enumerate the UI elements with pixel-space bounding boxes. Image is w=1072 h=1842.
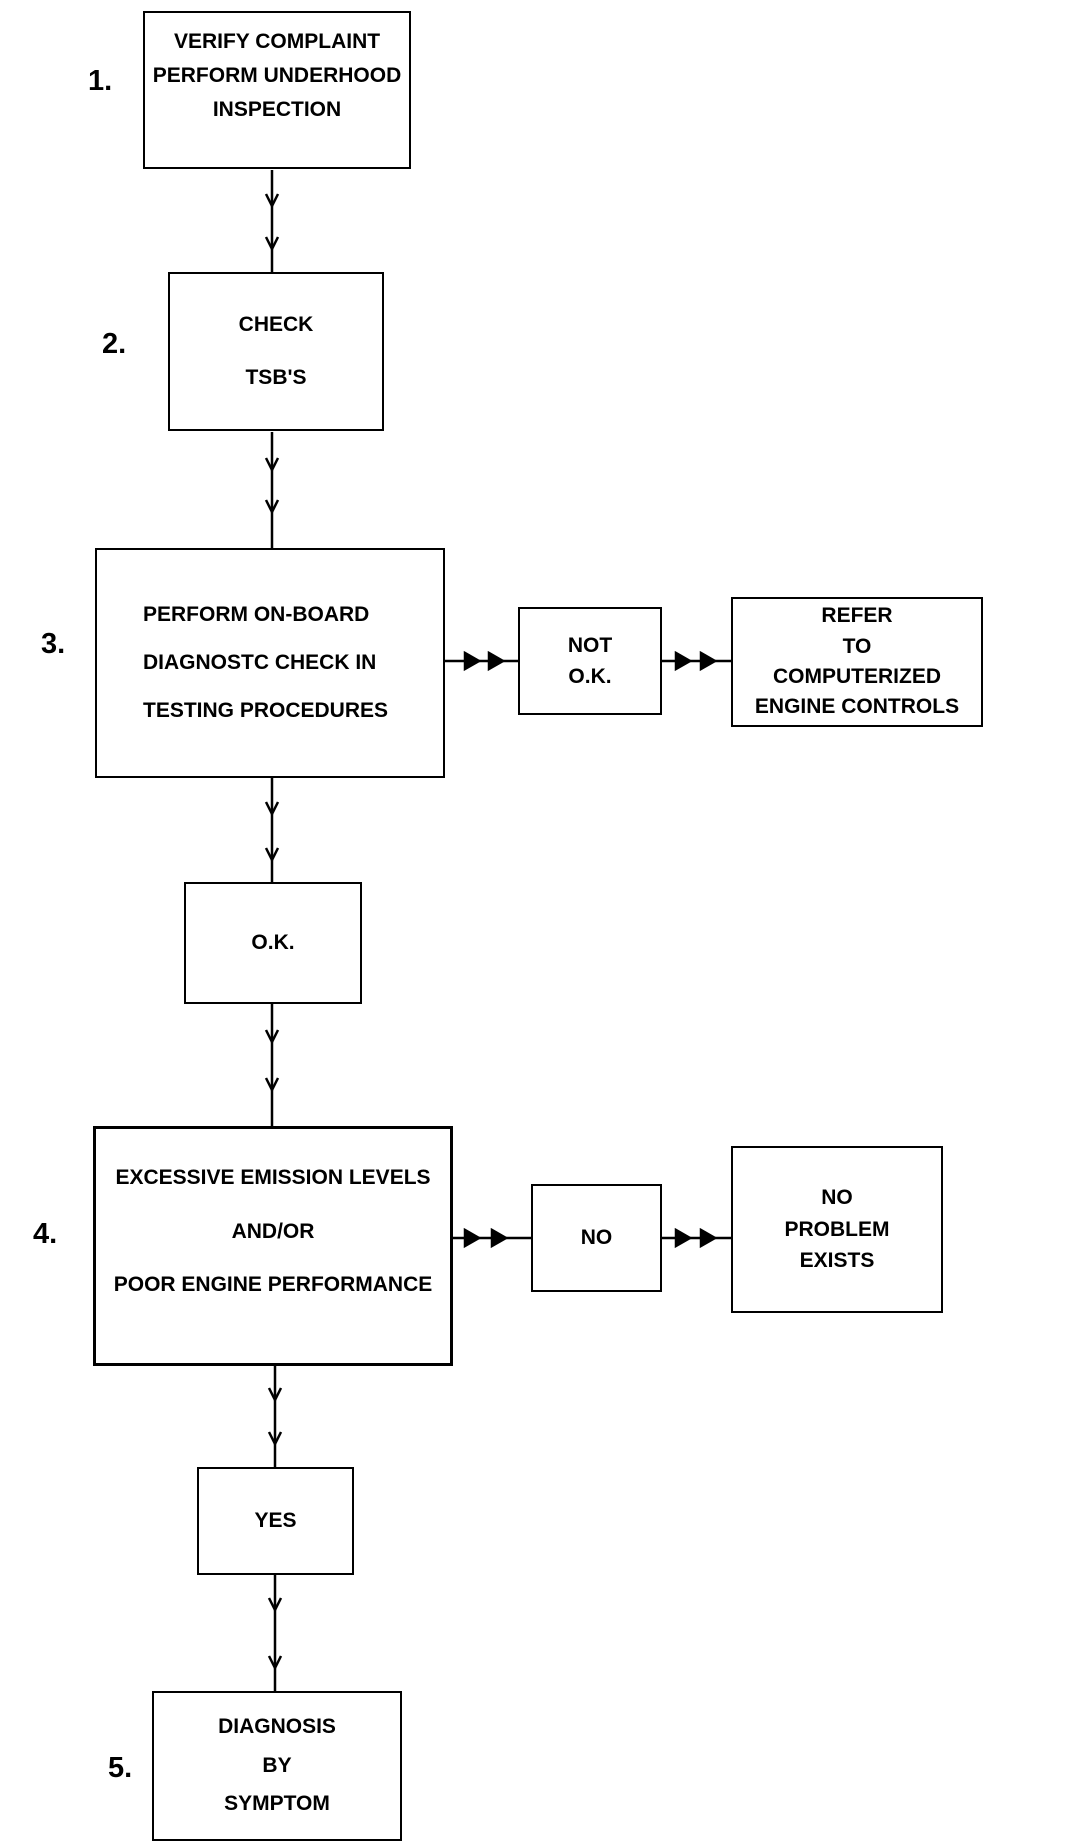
step-2-line-2: TSB'S bbox=[245, 365, 307, 389]
no-line-1: NO bbox=[580, 1225, 613, 1249]
arrowhead-no-noproblem-b bbox=[699, 1227, 718, 1249]
no-problem-line-3: EXISTS bbox=[799, 1249, 875, 1273]
arrowhead-1-2b bbox=[264, 236, 280, 252]
step-3-line-3: TESTING PROCEDURES bbox=[143, 698, 389, 722]
arrowhead-no-noproblem-a bbox=[674, 1227, 693, 1249]
not-ok-line-2: O.K. bbox=[568, 665, 612, 688]
arrowhead-2-3a bbox=[264, 457, 280, 473]
arrowhead-1-2a bbox=[264, 193, 280, 209]
yes-line-1: YES bbox=[254, 1508, 297, 1532]
not-ok-line-1: NOT bbox=[567, 633, 613, 657]
not-ok-box: NOT O.K. bbox=[518, 607, 662, 715]
arrowhead-yes-5b bbox=[267, 1655, 283, 1671]
arrowhead-3-notok-a bbox=[463, 650, 482, 672]
refer-line-4: ENGINE CONTROLS bbox=[754, 695, 960, 719]
arrowhead-ok-4a bbox=[264, 1029, 280, 1045]
step-4-line-1: EXCESSIVE EMISSION LEVELS bbox=[115, 1166, 431, 1189]
step-3-line-2: DIAGNOSTC CHECK IN bbox=[143, 651, 377, 675]
no-problem-box: NO PROBLEM EXISTS bbox=[731, 1146, 943, 1313]
arrowhead-4-yes-b bbox=[267, 1431, 283, 1447]
arrowhead-3-ok-b bbox=[264, 847, 280, 863]
ok-line-1: O.K. bbox=[251, 930, 295, 954]
step-5-line-2: BY bbox=[262, 1753, 292, 1777]
step-1-line-3: INSPECTION bbox=[212, 98, 342, 122]
arrowhead-notok-refer-b bbox=[699, 650, 718, 672]
step-1-number: 1. bbox=[88, 65, 113, 97]
arrowhead-ok-4b bbox=[264, 1077, 280, 1093]
no-box: NO bbox=[531, 1184, 662, 1292]
step-2-box: CHECK TSB'S bbox=[168, 272, 384, 431]
step-5-box: DIAGNOSIS BY SYMPTOM bbox=[152, 1691, 402, 1841]
step-3-box: PERFORM ON-BOARD DIAGNOSTC CHECK IN TEST… bbox=[95, 548, 445, 778]
step-1-line-2: PERFORM UNDERHOOD bbox=[152, 64, 402, 88]
step-3-number: 3. bbox=[41, 628, 66, 660]
step-4-number: 4. bbox=[33, 1218, 58, 1250]
step-5-line-1: DIAGNOSIS bbox=[218, 1714, 336, 1738]
yes-box: YES bbox=[197, 1467, 354, 1575]
arrowhead-4-yes-a bbox=[267, 1387, 283, 1403]
step-1-line-1: VERIFY COMPLAINT bbox=[173, 30, 381, 53]
step-4-line-2: AND/OR bbox=[231, 1219, 315, 1243]
step-4-line-3: POOR ENGINE PERFORMANCE bbox=[113, 1273, 433, 1297]
refer-line-2: TO bbox=[842, 634, 872, 658]
arrowhead-notok-refer-a bbox=[674, 650, 693, 672]
step-3-line-1: PERFORM ON-BOARD bbox=[143, 603, 370, 627]
arrowhead-yes-5a bbox=[267, 1597, 283, 1613]
refer-line-1: REFER bbox=[821, 604, 893, 628]
no-problem-line-1: NO bbox=[821, 1186, 853, 1210]
refer-box: REFER TO COMPUTERIZED ENGINE CONTROLS bbox=[731, 597, 983, 727]
step-5-number: 5. bbox=[108, 1752, 133, 1784]
step-2-number: 2. bbox=[102, 328, 127, 360]
step-5-line-3: SYMPTOM bbox=[224, 1792, 330, 1816]
refer-line-3: COMPUTERIZED bbox=[773, 665, 941, 688]
step-2-line-1: CHECK bbox=[238, 313, 314, 336]
arrowhead-3-ok-a bbox=[264, 801, 280, 817]
step-1-box: VERIFY COMPLAINT PERFORM UNDERHOOD INSPE… bbox=[143, 11, 411, 169]
ok-box: O.K. bbox=[184, 882, 362, 1004]
no-problem-line-2: PROBLEM bbox=[784, 1217, 890, 1241]
arrowhead-4-no-b bbox=[490, 1227, 509, 1249]
arrowhead-4-no-a bbox=[463, 1227, 482, 1249]
arrowhead-3-notok-b bbox=[487, 650, 506, 672]
arrowhead-2-3b bbox=[264, 499, 280, 515]
step-4-box: EXCESSIVE EMISSION LEVELS AND/OR POOR EN… bbox=[93, 1126, 453, 1366]
